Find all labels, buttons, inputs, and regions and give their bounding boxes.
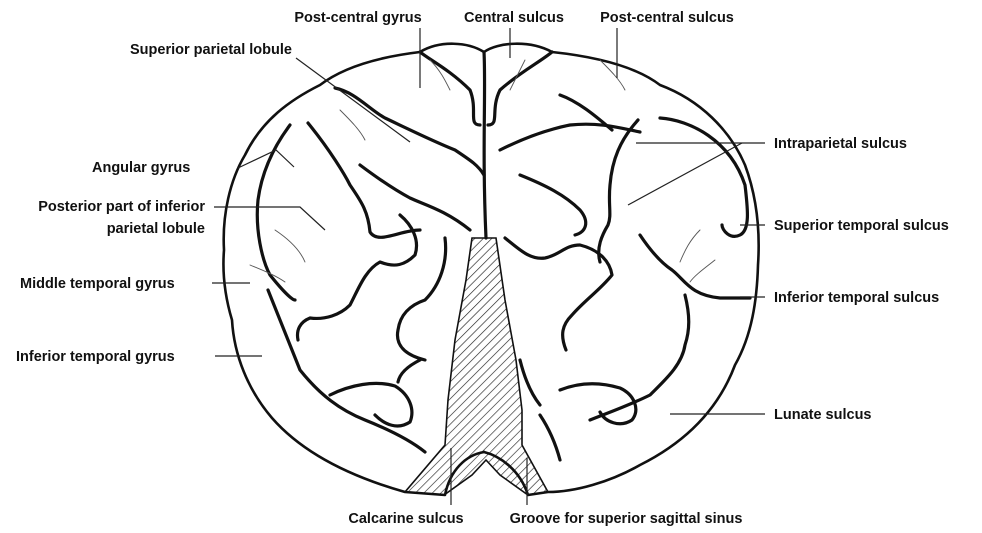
sagittal-sinus-groove: [405, 238, 548, 495]
label-inferior-temporal-sulcus: Inferior temporal sulcus: [774, 290, 939, 306]
left-hemisphere-outline: [223, 44, 484, 495]
label-superior-temporal-sulcus: Superior temporal sulcus: [774, 218, 949, 234]
label-posterior-inferior-parietal-line1: Posterior part of inferior: [38, 199, 205, 215]
brain-illustration: [223, 44, 758, 495]
leader-posterior-inferior-parietal: [214, 207, 325, 230]
label-lunate-sulcus: Lunate sulcus: [774, 407, 872, 423]
label-intraparietal-sulcus: Intraparietal sulcus: [774, 136, 907, 152]
leader-intraparietal-sulcus-b: [628, 143, 742, 205]
label-inferior-temporal-gyrus: Inferior temporal gyrus: [16, 349, 175, 365]
label-posterior-inferior-parietal-line2: parietal lobule: [107, 221, 205, 237]
label-middle-temporal-gyrus: Middle temporal gyrus: [20, 276, 175, 292]
longitudinal-fissure: [484, 52, 486, 238]
label-superior-parietal-lobule: Superior parietal lobule: [130, 42, 292, 58]
label-calcarine-sulcus: Calcarine sulcus: [348, 511, 463, 527]
right-hemisphere-outline: [484, 44, 759, 495]
label-post-central-gyrus: Post-central gyrus: [294, 10, 421, 26]
label-groove-superior-sagittal-sinus: Groove for superior sagittal sinus: [510, 511, 743, 527]
label-central-sulcus: Central sulcus: [464, 10, 564, 26]
label-post-central-sulcus: Post-central sulcus: [600, 10, 734, 26]
label-angular-gyrus: Angular gyrus: [92, 160, 190, 176]
